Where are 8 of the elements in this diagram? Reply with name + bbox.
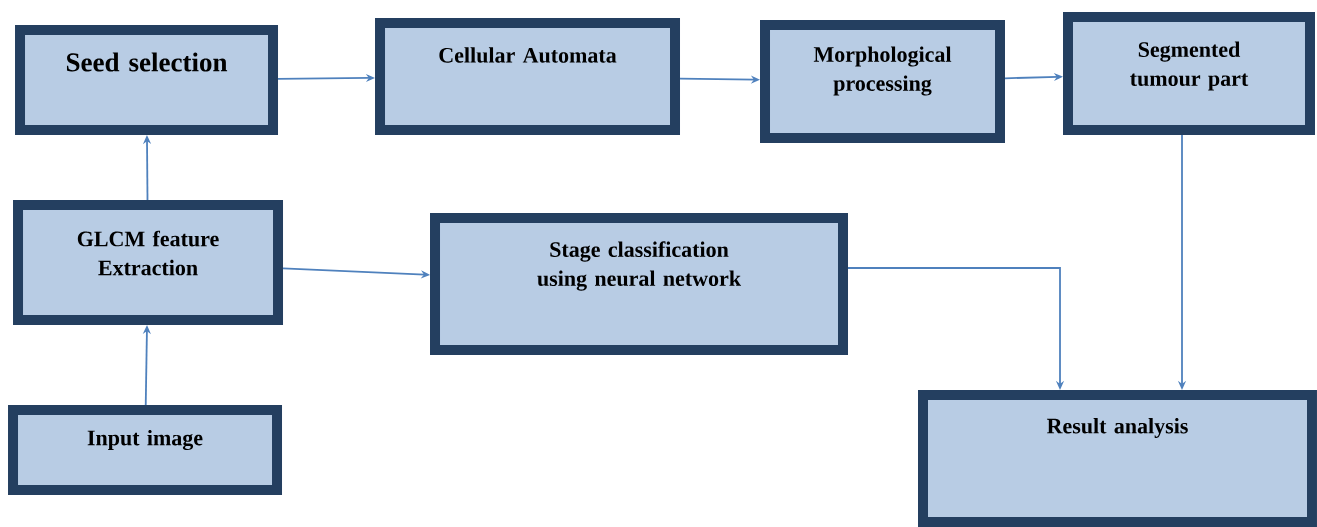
process-box: Stage classification using neural network xyxy=(430,213,848,355)
process-box: Cellular Automata xyxy=(375,18,680,135)
process-box: Segmented tumour part xyxy=(1063,12,1315,135)
process-box: Result analysis xyxy=(918,390,1317,527)
process-box: Morphological processing xyxy=(760,20,1005,143)
process-box: GLCM feature Extraction xyxy=(13,200,283,325)
process-box: Seed selection xyxy=(15,25,278,135)
process-box: Input image xyxy=(8,405,282,495)
